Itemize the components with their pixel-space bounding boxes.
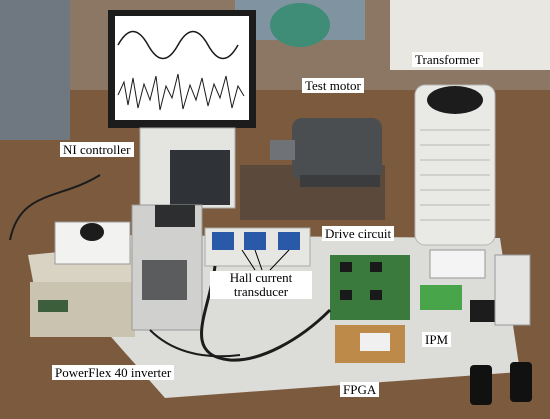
label-transformer: Transformer xyxy=(412,52,483,67)
label-drive-circuit: Drive circuit xyxy=(322,226,395,241)
transformer-knob xyxy=(427,86,483,114)
label-hall-line2: transducer xyxy=(233,284,289,299)
power-supply-display xyxy=(38,300,68,312)
cable-2 xyxy=(149,329,241,358)
mouse xyxy=(80,223,104,241)
breakers xyxy=(429,249,486,279)
hall-sensor-1 xyxy=(212,232,234,250)
label-hall-line1: Hall current xyxy=(229,270,293,285)
current-wave xyxy=(117,73,245,111)
label-test-motor: Test motor xyxy=(302,78,364,93)
back-left-equipment xyxy=(0,0,70,140)
terminal-block xyxy=(470,300,500,322)
hall-leader-2 xyxy=(254,249,263,271)
power-strip xyxy=(494,254,531,326)
inverter-keypad xyxy=(155,205,195,227)
hall-sensor-3 xyxy=(278,232,300,250)
ipm-module xyxy=(420,285,462,310)
base-board xyxy=(105,235,520,398)
label-ipm: IPM xyxy=(422,332,452,347)
voltage-wave xyxy=(117,30,239,60)
test-motor-body xyxy=(292,118,382,180)
inverter-terminals xyxy=(142,260,187,300)
hall-leader-1 xyxy=(241,249,256,271)
label-fpga: FPGA xyxy=(340,382,380,397)
hall-sensor-2 xyxy=(244,232,266,250)
label-hall-current-transducer: Hall current transducer xyxy=(210,271,312,299)
label-ni-controller: NI controller xyxy=(60,142,134,157)
capacitor-2 xyxy=(510,362,532,402)
capacitor-1 xyxy=(470,365,492,405)
label-powerflex: PowerFlex 40 inverter xyxy=(52,365,175,380)
motor-shaft-coupler xyxy=(270,140,295,160)
cable-1 xyxy=(200,265,332,362)
back-green-motor xyxy=(270,3,330,47)
motor-foot xyxy=(300,175,380,187)
cable-3 xyxy=(9,174,101,241)
hall-leader-3 xyxy=(269,249,290,271)
ni-controller-slots xyxy=(170,150,230,205)
fpga-module xyxy=(360,333,390,351)
